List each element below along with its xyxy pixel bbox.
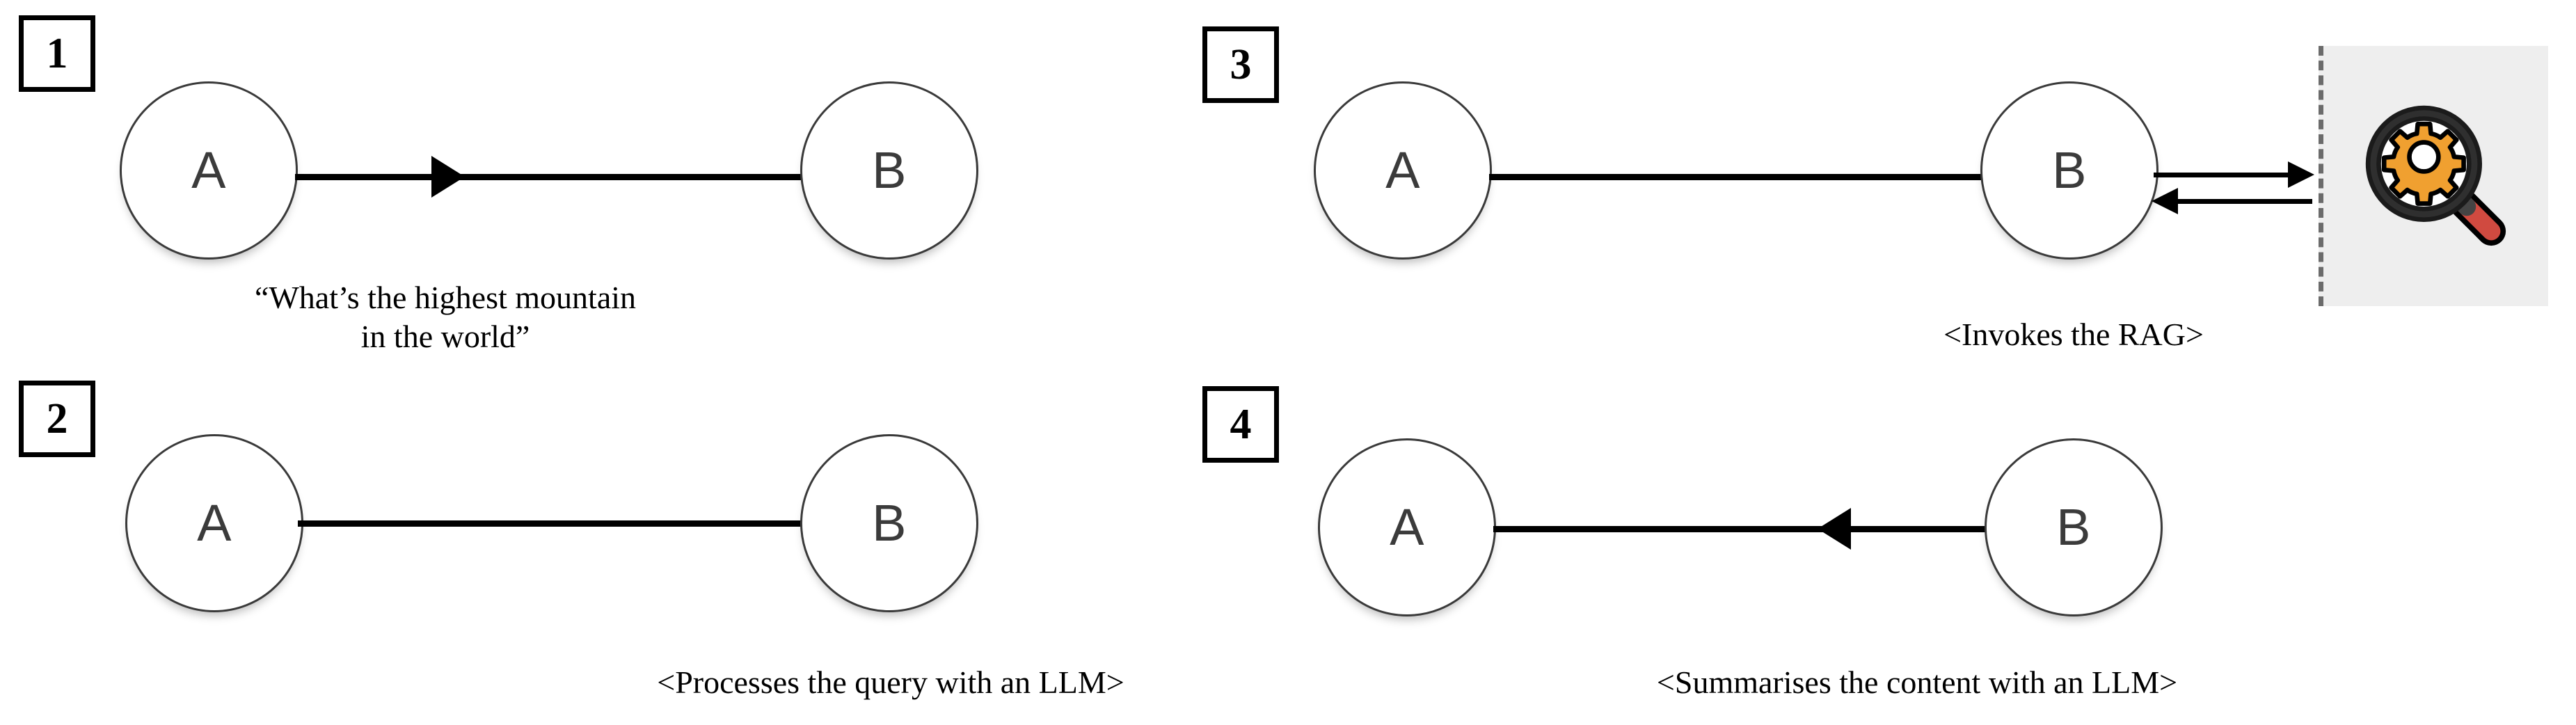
panel-4-connector-line [1493, 526, 1989, 532]
step-number-3: 3 [1230, 41, 1252, 88]
panel-1-node-b[interactable]: B [800, 81, 978, 260]
panel-1-node-a-label: A [191, 141, 226, 199]
panel-4-node-b[interactable]: B [1985, 438, 2163, 616]
panel-3-caption: <Invokes the RAG> [1943, 317, 2204, 352]
panel-1-connector-line [295, 174, 807, 180]
step-number-box-3: 3 [1202, 26, 1279, 103]
panel-2-caption: <Processes the query with an LLM> [657, 664, 1124, 700]
panel-4-arrowhead-left-icon [1818, 508, 1851, 550]
panel-4-node-b-label: B [2056, 498, 2091, 556]
rag-panel[interactable] [2319, 46, 2548, 306]
magnifier-gear-icon [2365, 105, 2506, 246]
panel-3-node-b-label: B [2052, 141, 2087, 199]
panel-3-node-b[interactable]: B [1980, 81, 2158, 260]
step-number-box-2: 2 [19, 381, 95, 457]
panel-2-node-a-label: A [197, 494, 232, 552]
panel-1-arrowhead-right-icon [431, 156, 465, 198]
panel-3-rag-response-arrowhead-icon [2152, 188, 2178, 214]
step-number-1: 1 [46, 30, 68, 77]
panel-3-rag-request-arrowhead-icon [2288, 161, 2314, 188]
panel-3-connector-line [1489, 174, 1987, 180]
panel-4-node-a[interactable]: A [1318, 438, 1496, 616]
panel-1-node-a[interactable]: A [120, 81, 298, 260]
panel-1-caption: “What’s the highest mountain in the worl… [254, 280, 637, 355]
panel-2-node-a[interactable]: A [125, 434, 303, 612]
step-number-box-1: 1 [19, 15, 95, 92]
panel-4-node-a-label: A [1390, 498, 1424, 556]
panel-3-rag-response-line [2176, 199, 2312, 204]
panel-3-rag-request-line [2154, 173, 2293, 177]
panel-4-caption: <Summarises the content with an LLM> [1656, 664, 2178, 700]
panel-2-connector-line [298, 520, 807, 527]
step-number-box-4: 4 [1202, 386, 1279, 463]
panel-3-node-a[interactable]: A [1314, 81, 1492, 260]
panel-1-node-b-label: B [872, 141, 907, 199]
panel-3-node-a-label: A [1385, 141, 1420, 199]
panel-2-node-b-label: B [872, 494, 907, 552]
panel-2-node-b[interactable]: B [800, 434, 978, 612]
step-number-4: 4 [1230, 401, 1252, 448]
step-number-2: 2 [46, 395, 68, 443]
